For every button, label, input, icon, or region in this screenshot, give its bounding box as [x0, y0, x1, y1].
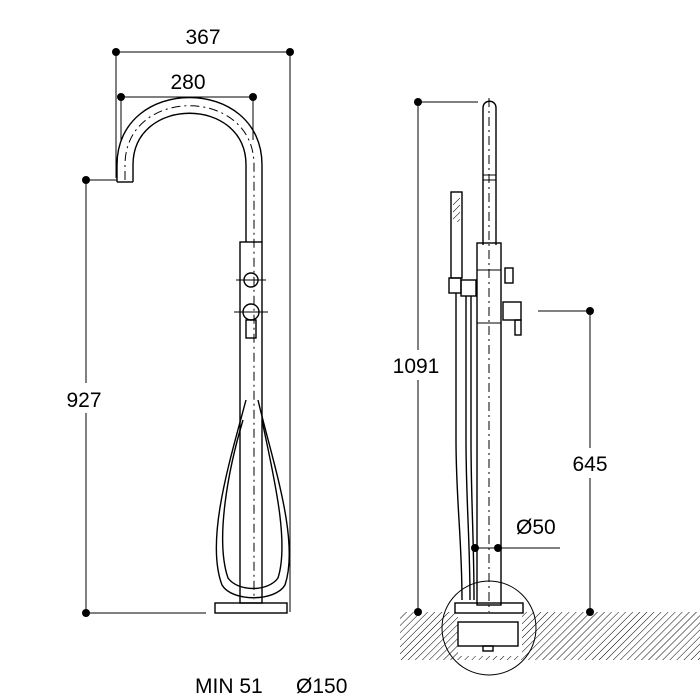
- dim-label-367: 367: [185, 26, 220, 49]
- dimension-645: 645: [538, 307, 614, 616]
- dim-label-280: 280: [170, 71, 205, 94]
- side-view: 1091 6: [392, 98, 700, 676]
- dim-label-645: 645: [572, 453, 607, 476]
- min-label: MIN 51: [195, 675, 263, 698]
- dim-label-diameter-50: Ø50: [516, 516, 556, 539]
- dimension-280: 280: [117, 71, 257, 140]
- gooseneck-spout: [116, 96, 263, 600]
- dim-label-1091: 1091: [393, 355, 440, 378]
- dimension-diameter-50: Ø50: [471, 516, 560, 552]
- faucet-body: [214, 241, 288, 614]
- front-view: 367 280: [62, 26, 347, 698]
- dimension-367: 367: [112, 26, 294, 612]
- side-body: [441, 98, 537, 676]
- dimension-1091: 1091: [392, 98, 478, 616]
- base-diameter-label: Ø150: [296, 675, 347, 698]
- dim-label-927: 927: [66, 389, 101, 412]
- floor-hatch: [400, 612, 700, 660]
- hose-loop: [215, 399, 290, 599]
- dimension-927: 927: [62, 176, 206, 617]
- detail-circle: [441, 580, 537, 676]
